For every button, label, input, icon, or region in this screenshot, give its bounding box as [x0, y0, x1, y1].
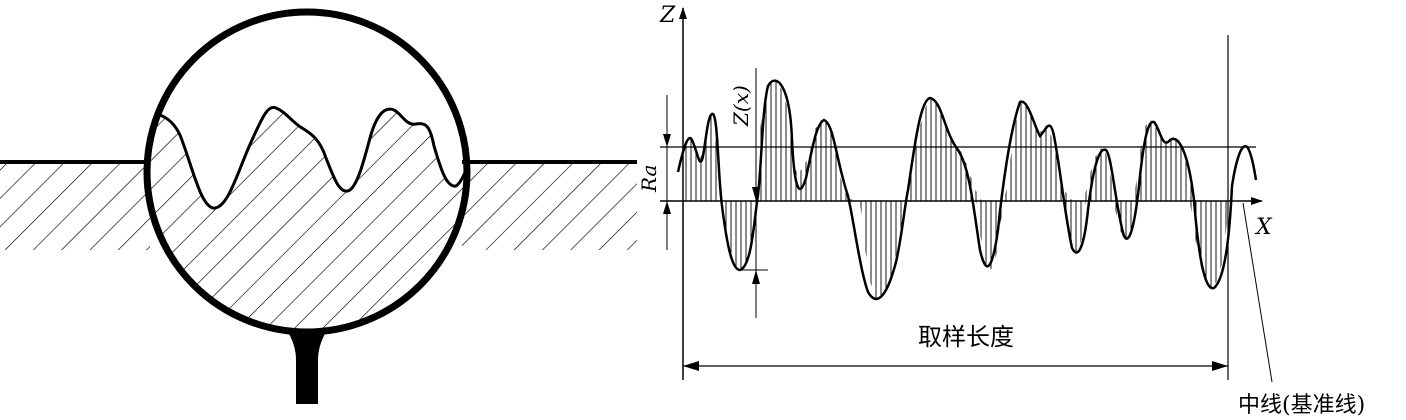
profile-hatch-upper	[683, 80, 1228, 201]
sampling-length-label: 取样长度	[918, 323, 1014, 351]
magnifier-illustration	[0, 8, 637, 404]
sampling-arrow-left	[683, 361, 699, 371]
center-line-leader	[1242, 202, 1273, 383]
ra-arrow-bottom	[663, 201, 671, 214]
zx-arrow-top	[752, 187, 760, 201]
roughness-profile-chart: Z X Ra Z(x) 取样长度 中线(基准线)	[637, 3, 1365, 418]
magnified-profile-fill	[147, 107, 467, 332]
ra-arrow-top	[663, 134, 671, 147]
sampling-arrow-right	[1212, 361, 1228, 371]
ground-hatch-right	[462, 162, 637, 250]
magnified-profile-line	[147, 105, 467, 210]
magnifier-handle	[288, 332, 326, 404]
ra-label: Ra	[637, 165, 661, 193]
z-axis-label: Z	[659, 3, 676, 28]
x-axis-label: X	[1254, 215, 1273, 240]
center-line-label: 中线(基准线)	[1238, 393, 1365, 418]
ground-hatch-left	[0, 162, 150, 250]
zx-label: Z(x)	[729, 85, 753, 127]
zx-arrow-bottom	[752, 270, 760, 284]
